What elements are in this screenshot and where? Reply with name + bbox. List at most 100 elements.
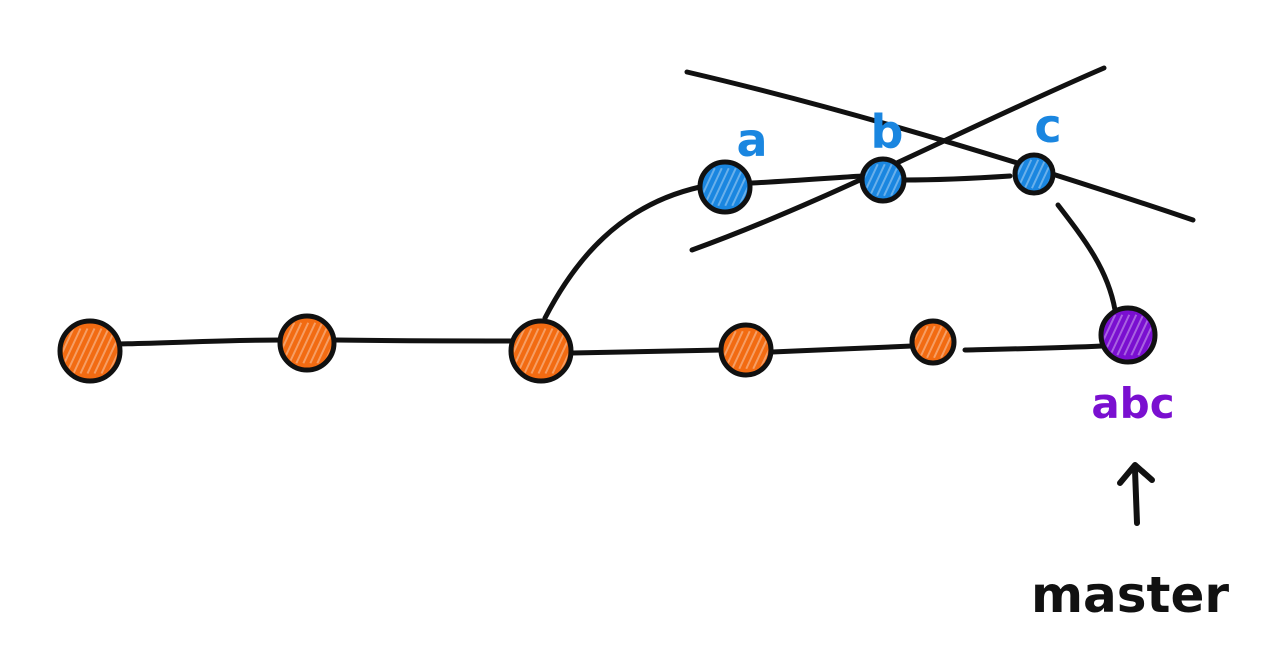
main-commit-4-hatch-stroke <box>724 330 744 370</box>
branch-commit-c <box>1012 152 1056 196</box>
branch-commit-c-hatch-stroke <box>1031 159 1047 189</box>
main-commit-2-hatch-stroke <box>261 323 280 364</box>
branch-commit-b-hatch-stroke <box>869 163 886 197</box>
main-commit-2 <box>277 313 337 373</box>
main-commit-2-hatch-stroke <box>254 323 273 364</box>
merged-commit-hatch <box>1104 314 1178 356</box>
main-commit-2-hatch-stroke <box>302 322 324 364</box>
main-commit-3-hatch-stroke <box>530 328 554 374</box>
main-edge-5 <box>962 343 1105 353</box>
commit-label-b: b <box>871 105 904 159</box>
merged-commit-hatch-stroke <box>1123 314 1145 356</box>
main-commit-4-hatch-stroke <box>724 330 737 370</box>
main-commit-4-hatch-stroke <box>745 330 765 370</box>
main-commit-2-hatch-stroke <box>295 322 317 364</box>
branch-commit-a-hatch-stroke <box>717 167 737 207</box>
main-commit-1-hatch-stroke <box>63 328 75 374</box>
main-commit-2-hatch-stroke <box>316 322 331 364</box>
main-commit-1-hatch-stroke <box>72 328 96 374</box>
commit-label-c: c <box>1034 99 1061 153</box>
merge-edge <box>1055 202 1118 313</box>
main-edge-2 <box>333 337 515 344</box>
main-commit-1-hatch-stroke <box>65 328 89 374</box>
main-commit-1-hatch-stroke <box>107 328 117 374</box>
branch-commit-a-hatch-stroke <box>710 167 730 207</box>
branch-pointer-label: master <box>1031 566 1229 624</box>
branch-commit-c-hatch-stroke <box>1038 159 1050 189</box>
merged-commit-hatch-stroke <box>1137 314 1152 356</box>
arrow-head <box>1117 462 1155 486</box>
branch-commit-a-hatch-stroke <box>703 167 723 207</box>
main-commit-3-hatch-stroke <box>514 328 533 374</box>
main-commit-1-hatch <box>32 328 144 374</box>
main-commit-3-hatch-stroke <box>514 328 526 374</box>
main-commit-3-hatch-stroke <box>558 328 568 374</box>
main-commit-1-hatch-stroke <box>63 328 82 374</box>
branch-commit-a-hatch-stroke <box>724 167 744 207</box>
branch-commit-a-hatch-stroke <box>703 167 716 207</box>
branch-commit-b <box>859 156 907 204</box>
merged-commit <box>1098 305 1158 365</box>
merged-commit-hatch-stroke <box>1130 314 1152 356</box>
merged-commit-hatch-stroke <box>1109 314 1131 356</box>
merged-commit-label: abc <box>1091 379 1174 428</box>
branch-commit-b-hatch-stroke <box>890 163 901 197</box>
main-commit-1 <box>57 318 123 384</box>
branch-commit-c-hatch-stroke <box>1018 159 1026 189</box>
main-commit-2-hatch-stroke <box>288 322 310 364</box>
fork-edge <box>542 184 703 321</box>
main-commit-3-hatch <box>483 328 568 374</box>
commit-label-a: a <box>736 113 767 167</box>
arrow-up-icon <box>1117 462 1155 526</box>
main-commit-2-hatch-stroke <box>283 322 296 364</box>
main-commit-5-hatch-stroke <box>933 325 950 359</box>
main-commit-3-hatch-stroke <box>544 328 568 374</box>
main-edge-3 <box>569 347 725 356</box>
main-edge-1 <box>115 337 285 347</box>
branch-edge-2 <box>900 173 1013 183</box>
main-commit-2-hatch-stroke <box>338 323 357 364</box>
main-commit-3-hatch-stroke <box>523 328 547 374</box>
merged-commit-hatch-stroke <box>1159 315 1178 356</box>
main-commit-3-hatch-stroke <box>551 328 568 374</box>
main-commit-1-hatch-stroke <box>86 328 110 374</box>
main-commit-5-hatch-stroke <box>919 325 936 359</box>
main-commit-2-hatch-stroke <box>309 322 331 364</box>
arrow-shaft <box>1132 467 1140 526</box>
commit-edges <box>115 173 1118 356</box>
main-commit-5-hatch-stroke <box>940 325 951 359</box>
main-commit-4-hatch-stroke <box>738 330 758 370</box>
main-commit-3-hatch-stroke <box>483 329 504 374</box>
main-commit-1-hatch-stroke <box>79 328 103 374</box>
main-commit-1-hatch-stroke <box>100 328 117 374</box>
main-commit-1-hatch-stroke <box>39 329 60 374</box>
main-commit-1-hatch-stroke <box>93 328 117 374</box>
merged-commit-hatch-stroke <box>1104 314 1117 356</box>
branch-commit-a-hatch-stroke <box>753 168 771 206</box>
main-commit-5-hatch-stroke <box>955 326 970 358</box>
main-edge-4 <box>769 343 915 355</box>
main-commit-4-hatch-stroke <box>731 330 751 370</box>
main-commit-1-hatch-stroke <box>123 329 144 374</box>
main-commit-3-hatch-stroke <box>537 328 561 374</box>
commit-nodes <box>32 152 1178 384</box>
merged-commit-hatch-stroke <box>1116 314 1138 356</box>
branch-commit-b-hatch-stroke <box>883 163 900 197</box>
main-commit-4 <box>718 322 774 378</box>
main-commit-3-hatch-stroke <box>490 329 511 374</box>
main-commit-1-hatch-stroke <box>32 329 53 374</box>
main-commit-5-hatch-stroke <box>926 325 943 359</box>
main-commit-3 <box>508 318 574 384</box>
main-commit-5 <box>909 318 957 366</box>
main-commit-2-hatch <box>254 322 357 364</box>
main-commit-4-hatch-stroke <box>759 330 768 370</box>
main-commit-5-hatch-stroke <box>892 326 907 358</box>
branch-edge-1 <box>749 173 865 186</box>
branch-commit-b-hatch-stroke <box>876 163 893 197</box>
main-commit-3-hatch-stroke <box>516 328 540 374</box>
strike-line-1 <box>684 69 1196 223</box>
branch-commit-c-hatch-stroke <box>1024 159 1040 189</box>
branch-commit-a-hatch-stroke <box>738 167 747 207</box>
